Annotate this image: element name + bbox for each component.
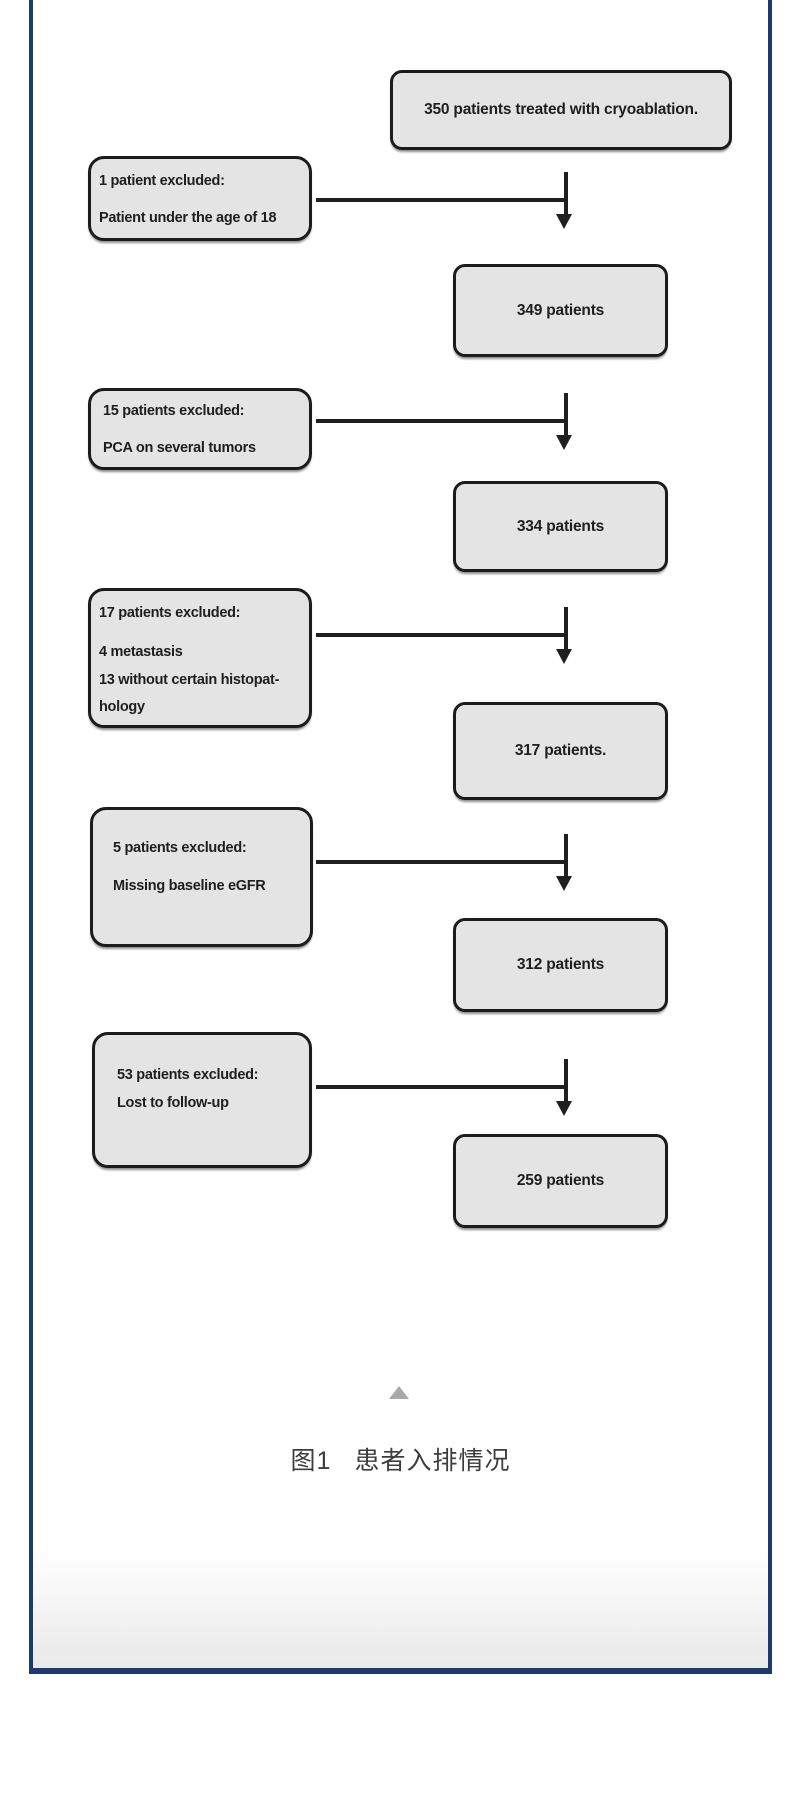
result-node-1: 349 patients bbox=[453, 264, 668, 357]
panel-border-bottom bbox=[29, 1668, 772, 1674]
exclusion-node-4: 5 patients excluded: Missing baseline eG… bbox=[90, 807, 313, 947]
result-node-3: 317 patients. bbox=[453, 702, 668, 800]
panel-border-left bbox=[29, 0, 33, 1674]
connector-line bbox=[564, 172, 568, 216]
arrow-down-icon bbox=[556, 1101, 572, 1116]
connector-line bbox=[316, 419, 568, 423]
arrow-down-icon bbox=[556, 876, 572, 891]
exclusion-line: PCA on several tumors bbox=[103, 440, 256, 456]
exclusion-line: Missing baseline eGFR bbox=[113, 878, 266, 894]
exclusion-line: 1 patient excluded: bbox=[99, 173, 225, 189]
exclusion-line: 5 patients excluded: bbox=[113, 840, 247, 856]
connector-line bbox=[316, 633, 568, 637]
connector-line bbox=[564, 393, 568, 437]
result-node-3-label: 317 patients. bbox=[514, 742, 607, 759]
arrow-down-icon bbox=[556, 214, 572, 229]
result-node-5: 259 patients bbox=[453, 1134, 668, 1228]
connector-line bbox=[316, 198, 568, 202]
result-node-2: 334 patients bbox=[453, 481, 668, 572]
arrow-down-icon bbox=[556, 435, 572, 450]
exclusion-line: 13 without certain histopat- bbox=[99, 672, 280, 688]
result-node-1-label: 349 patients bbox=[516, 301, 605, 319]
exclusion-line: 53 patients excluded: bbox=[117, 1067, 259, 1083]
figure-caption: 图1 患者入排情况 bbox=[30, 1441, 771, 1477]
result-node-2-label: 334 patients bbox=[516, 517, 605, 535]
result-node-4-label: 312 patients bbox=[516, 956, 605, 973]
exclusion-node-1: 1 patient excluded: Patient under the ag… bbox=[88, 156, 312, 241]
bottom-gradient bbox=[33, 1552, 768, 1668]
collapse-triangle-up-icon[interactable] bbox=[389, 1386, 409, 1399]
figure-label: 图1 bbox=[290, 1447, 332, 1475]
exclusion-node-5: 53 patients excluded: Lost to follow-up bbox=[92, 1032, 312, 1168]
exclusion-line: 4 metastasis bbox=[99, 644, 183, 660]
exclusion-line: Lost to follow-up bbox=[117, 1095, 229, 1111]
exclusion-node-3: 17 patients excluded: 4 metastasis 13 wi… bbox=[88, 588, 312, 728]
connector-line bbox=[564, 834, 568, 878]
exclusion-line: 15 patients excluded: bbox=[103, 403, 245, 419]
flow-node-total-label: 350 patients treated with cryoablation. bbox=[424, 101, 698, 118]
exclusion-line: 17 patients excluded: bbox=[99, 605, 241, 621]
flow-node-total: 350 patients treated with cryoablation. bbox=[390, 70, 732, 150]
figure-title: 患者入排情况 bbox=[354, 1447, 511, 1475]
connector-line bbox=[564, 607, 568, 651]
exclusion-node-2: 15 patients excluded: PCA on several tum… bbox=[88, 388, 312, 470]
arrow-down-icon bbox=[556, 649, 572, 664]
panel-border-right bbox=[768, 0, 772, 1674]
connector-line bbox=[316, 860, 568, 864]
result-node-4: 312 patients bbox=[453, 918, 668, 1012]
exclusion-line: hology bbox=[99, 699, 145, 715]
connector-line bbox=[564, 1059, 568, 1103]
result-node-5-label: 259 patients bbox=[516, 1172, 605, 1189]
exclusion-line: Patient under the age of 18 bbox=[99, 210, 277, 226]
connector-line bbox=[316, 1085, 568, 1089]
